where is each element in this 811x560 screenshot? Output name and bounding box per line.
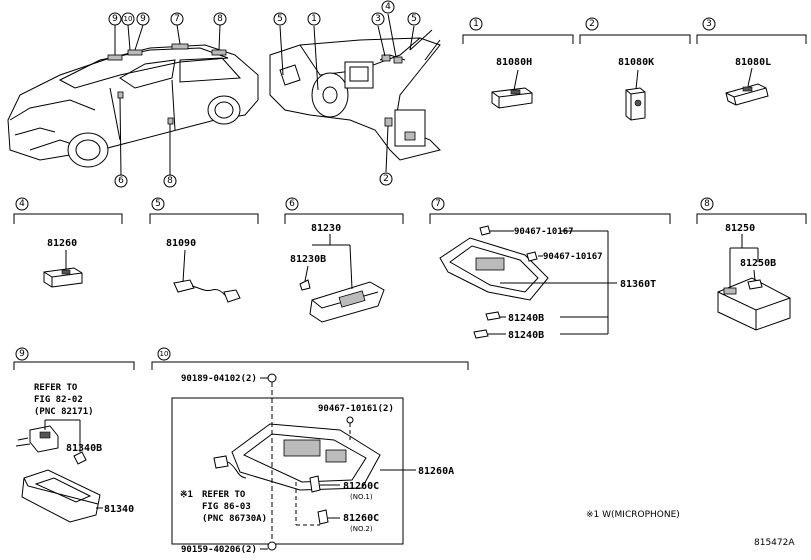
part-number-81260C-a: 81260C <box>343 481 379 492</box>
interior-illustration <box>269 13 441 173</box>
part-number-81090: 81090 <box>166 238 196 249</box>
callout-8b: 8 <box>167 176 173 186</box>
legend-note: ※1 W(MICROPHONE) <box>586 510 680 520</box>
section-7-callout: 7 <box>435 199 441 209</box>
refer-note-10-line1: REFER TO <box>202 490 246 500</box>
part-81090-shape <box>173 249 241 303</box>
refer-note-10-mark: ※1 <box>180 490 193 500</box>
part-81260A-shape <box>171 373 416 551</box>
refer-note-10-line2: FIG 86-03 <box>202 502 251 512</box>
part-number-90467-10167-a: 90467-10167 <box>514 227 574 237</box>
part-number-81260C-b: 81260C <box>343 513 379 524</box>
part-number-81250B: 81250B <box>740 258 776 269</box>
section-9-callout: 9 <box>19 349 25 359</box>
callout-circles: 9 10 9 7 8 6 8 5 1 3 4 5 2 1 2 3 4 5 6 7… <box>15 0 716 361</box>
callout-8a: 8 <box>217 14 223 24</box>
part-number-81230: 81230 <box>311 223 341 234</box>
refer-note-9-line3: (PNC 82171) <box>34 407 94 417</box>
part-number-81080K: 81080K <box>618 57 654 68</box>
callout-5a: 5 <box>277 14 283 24</box>
part-81340-shape <box>15 419 103 523</box>
part-81250-shape <box>717 234 791 331</box>
part-number-81080H: 81080H <box>496 57 532 68</box>
part-81260-shape <box>43 250 83 288</box>
refer-note-9-line1: REFER TO <box>34 383 78 393</box>
section-10-callout: 10 <box>160 350 169 358</box>
section-8-callout: 8 <box>704 199 710 209</box>
part-81080K-shape <box>625 69 646 121</box>
part-number-90467-10167-b: 90467-10167 <box>543 252 603 262</box>
part-number-90159-40206: 90159-40206(2) <box>181 545 257 555</box>
section-6-callout: 6 <box>289 199 295 209</box>
part-number-81250: 81250 <box>725 223 755 234</box>
figure-id: 815472A <box>754 538 795 548</box>
part-number-81240B-b: 81240B <box>508 330 544 341</box>
refer-note-9-line2: FIG 82-02 <box>34 395 83 405</box>
part-number-81080L: 81080L <box>735 57 771 68</box>
part-number-81340B: 81340B <box>66 443 102 454</box>
section-5-callout: 5 <box>155 199 161 209</box>
section-2-callout: 2 <box>589 19 595 29</box>
part-number-81240B-a: 81240B <box>508 313 544 324</box>
callout-3a: 3 <box>375 14 381 24</box>
part-number-81340: 81340 <box>104 504 134 515</box>
callout-7a: 7 <box>174 14 180 24</box>
refer-note-10-line3: (PNC 86730A) <box>202 514 267 524</box>
variant-no1: (NO.1) <box>350 493 373 501</box>
part-labels: 81080H 81080K 81080L 81260 81090 81230 8… <box>47 57 776 555</box>
section-3-callout: 3 <box>706 19 712 29</box>
callout-10a: 10 <box>124 15 133 23</box>
part-number-81260A: 81260A <box>418 466 454 477</box>
part-number-81260: 81260 <box>47 238 77 249</box>
part-81080H-shape <box>491 69 533 109</box>
callout-5b: 5 <box>411 14 417 24</box>
section-1-callout: 1 <box>473 19 479 29</box>
reference-notes: REFER TO FIG 82-02 (PNC 82171) ※1 REFER … <box>34 383 795 548</box>
callout-9a: 9 <box>112 14 118 24</box>
part-81230-shape <box>299 234 385 323</box>
callout-1a: 1 <box>311 14 317 24</box>
part-number-90467-10161: 90467-10161(2) <box>318 404 394 414</box>
callout-4a: 4 <box>385 2 391 12</box>
section-4-callout: 4 <box>19 199 25 209</box>
car-illustration <box>7 24 259 176</box>
section-brackets <box>13 34 807 370</box>
part-81360T-shape <box>439 225 617 339</box>
part-number-90189-04102: 90189-04102(2) <box>181 374 257 384</box>
callout-9b: 9 <box>140 14 146 24</box>
part-81080L-shape <box>725 67 769 106</box>
variant-no2: (NO.2) <box>350 525 373 533</box>
part-number-81360T: 81360T <box>620 279 656 290</box>
callout-6a: 6 <box>118 176 124 186</box>
part-number-81230B: 81230B <box>290 254 326 265</box>
callout-2a: 2 <box>383 174 389 184</box>
